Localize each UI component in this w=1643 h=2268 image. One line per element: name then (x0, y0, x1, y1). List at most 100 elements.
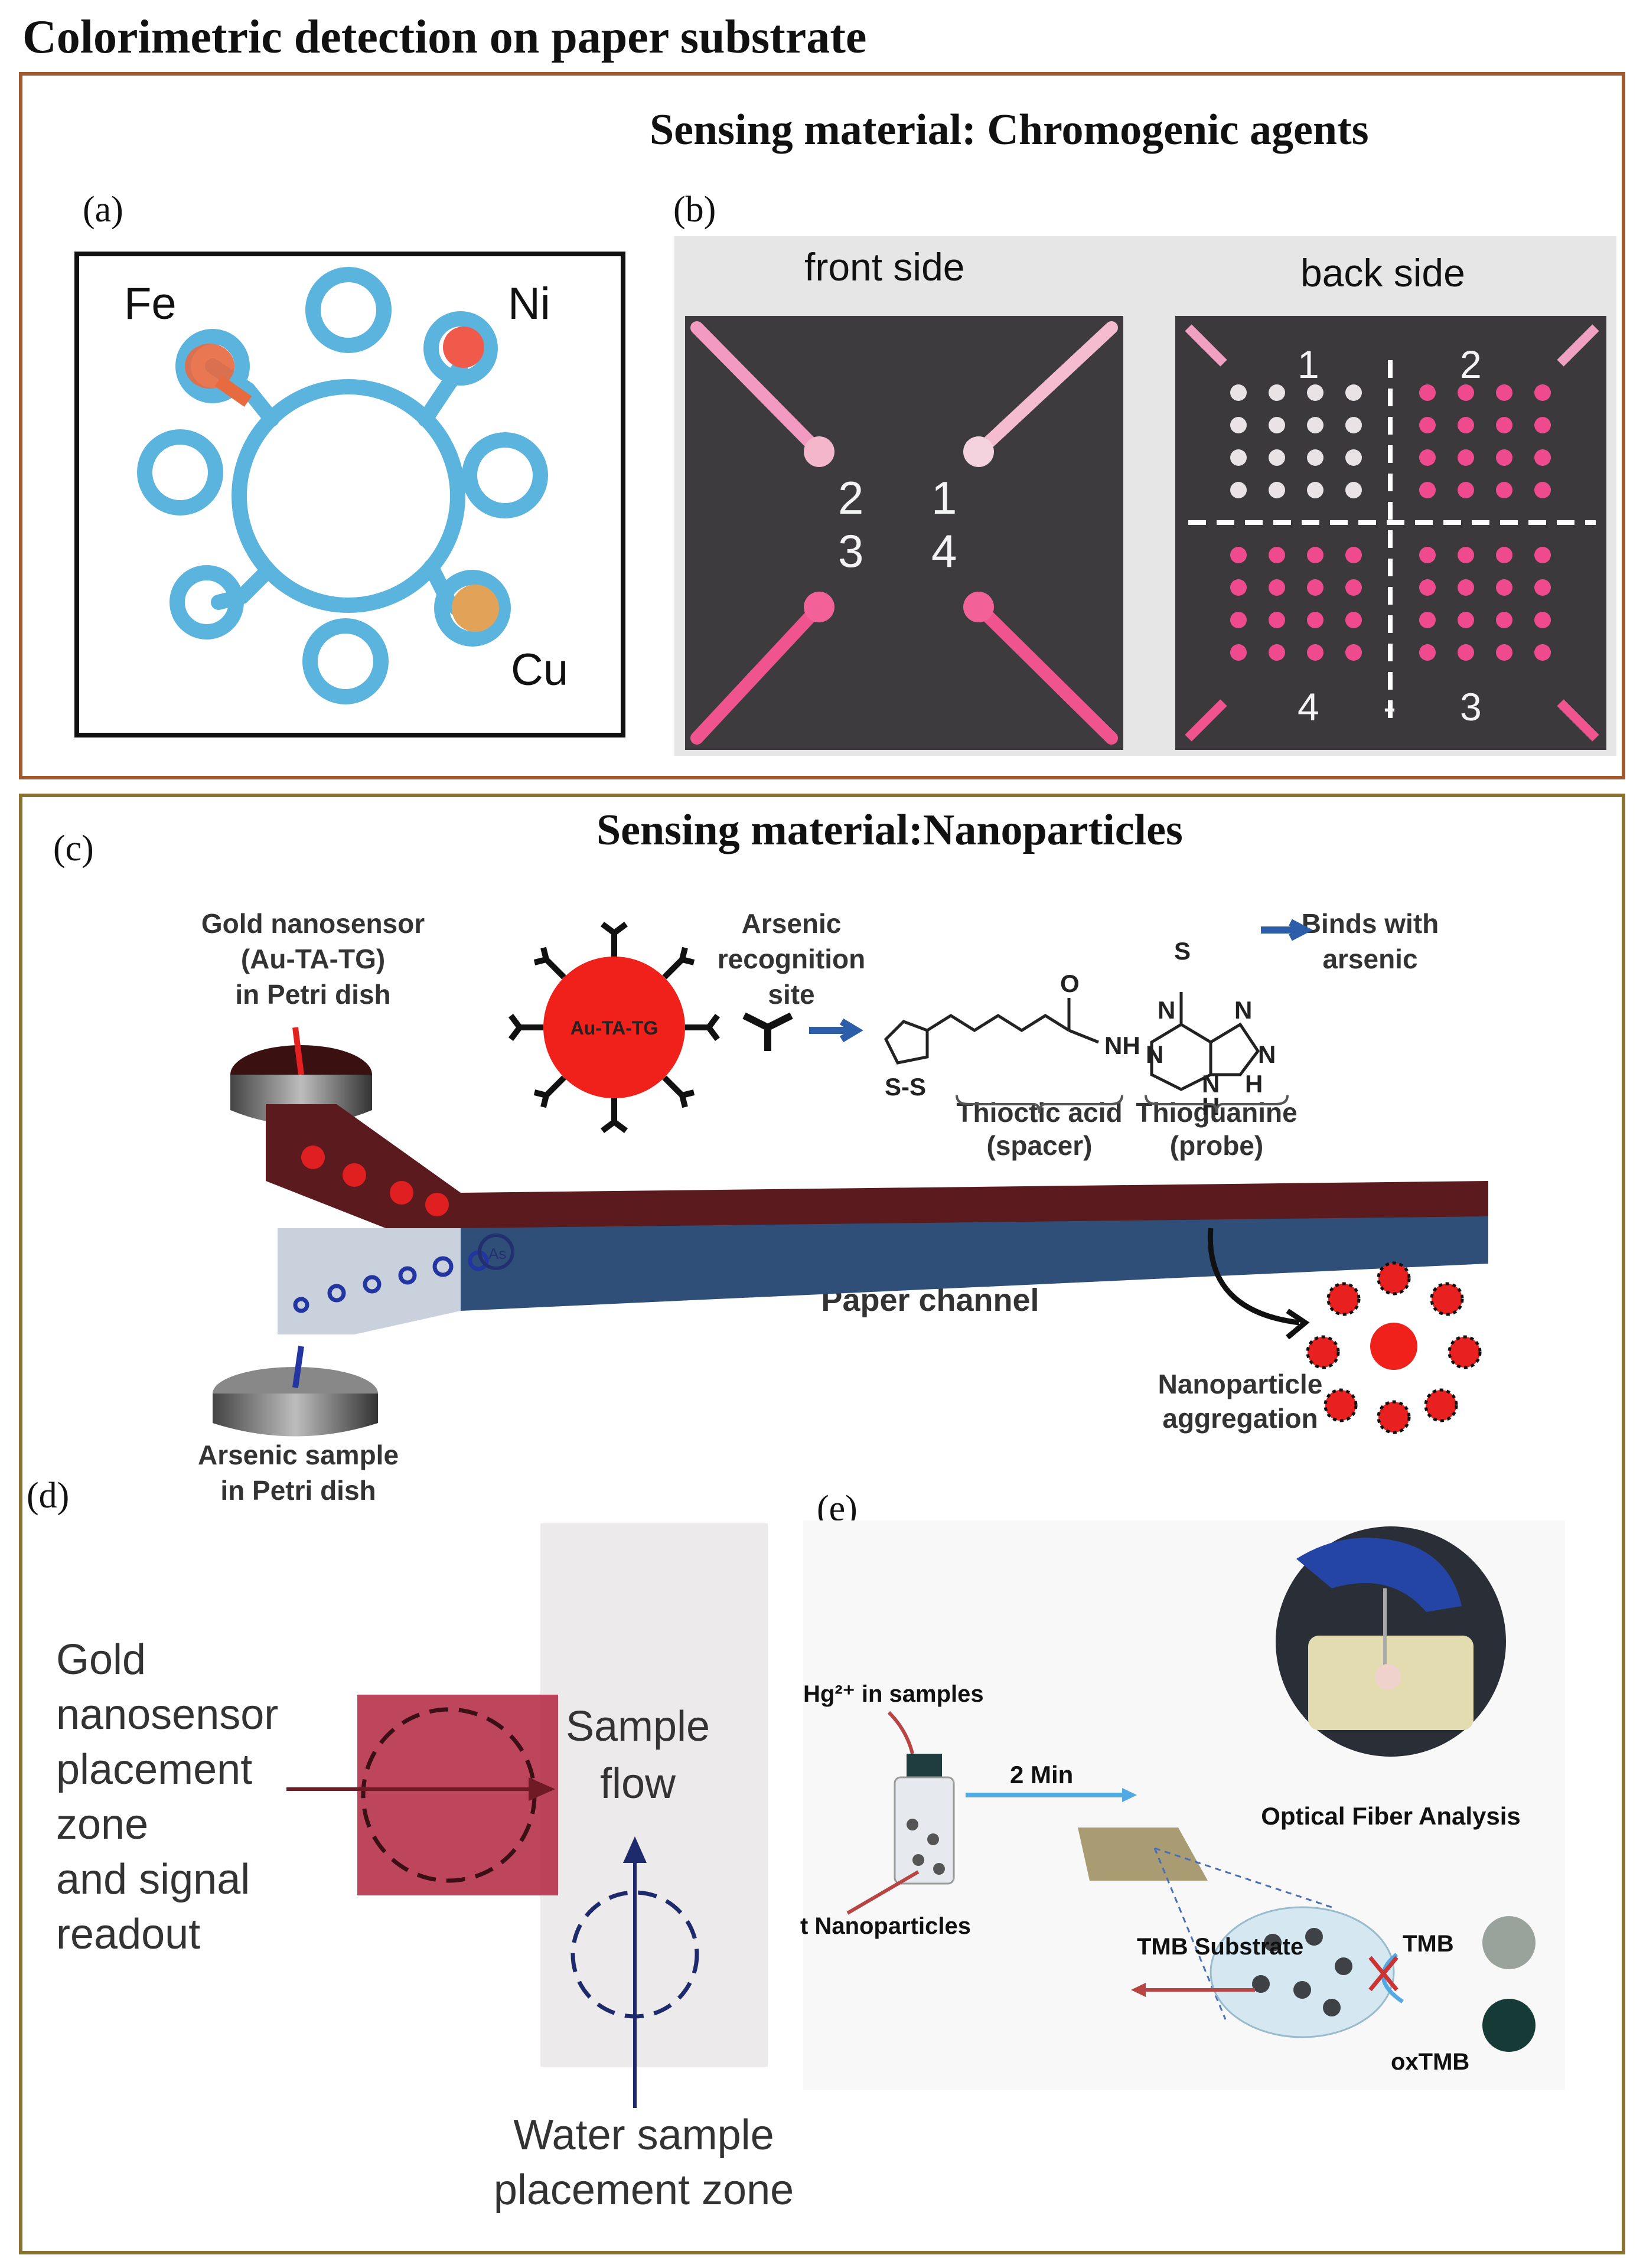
thioctic-line2: (spacer) (987, 1130, 1093, 1161)
sample-flow-arrowhead (623, 1836, 647, 1863)
recognition-line3: site (768, 979, 814, 1010)
thioctic-brace (956, 1095, 1123, 1114)
gold-nanosensor-line2: (Au-TA-TG) (241, 944, 385, 974)
nanoparticles-section-frame (19, 794, 1625, 2254)
sample-channel-blue (461, 1216, 1488, 1311)
arsenic-ion (293, 1297, 309, 1313)
paper-chip (1078, 1828, 1208, 1881)
back-dot (1419, 612, 1436, 628)
back-dot (1345, 449, 1362, 466)
nanoparticles-label: t Nanoparticles (800, 1913, 971, 1939)
gold-zone-arrowhead (529, 1777, 555, 1801)
back-dot (1496, 612, 1512, 628)
back-dot (1345, 417, 1362, 433)
outer-ring-right (462, 432, 548, 518)
back-dot (1496, 449, 1512, 466)
gold-channel-upper (266, 1104, 1488, 1258)
back-corner-tl (1185, 324, 1227, 367)
back-dot (1307, 384, 1323, 401)
front-channel-2 (690, 321, 826, 458)
back-dot (1345, 482, 1362, 498)
gold-zone-line2: nanosensor (56, 1691, 278, 1738)
back-dot (1345, 612, 1362, 628)
back-dot (1269, 579, 1285, 596)
gold-zone-line4: zone (56, 1801, 148, 1848)
panel-d-label: (d) (27, 1476, 70, 1516)
arsenic-ion (327, 1284, 346, 1303)
back-dot (1496, 417, 1512, 433)
n-atom-5: N (1202, 1070, 1220, 1098)
n-atom-2: N (1234, 996, 1252, 1024)
well-blank (169, 565, 244, 639)
gold-zone-line5: and signal (56, 1856, 250, 1903)
n-atom-3: N (1146, 1040, 1163, 1068)
back-dot (1230, 579, 1247, 596)
gloved-hand (1296, 1538, 1462, 1612)
chromogenic-section-frame (19, 72, 1625, 779)
back-number-dash: - (1383, 685, 1396, 729)
back-number-4: 4 (1298, 685, 1319, 729)
outer-ring-top (305, 267, 392, 353)
back-dot (1534, 449, 1551, 466)
back-dot (1230, 482, 1247, 498)
back-number-3: 3 (1460, 685, 1482, 729)
back-dot (1458, 384, 1474, 401)
well-cu (434, 570, 511, 647)
front-well-3 (804, 592, 834, 622)
back-dot (1269, 547, 1285, 563)
water-zone-line2: placement zone (494, 2166, 794, 2214)
back-dot (1269, 417, 1285, 433)
back-dot (1269, 482, 1285, 498)
binds-line1: Binds with (1302, 908, 1439, 939)
vial-body (894, 1776, 955, 1885)
front-number-2: 2 (838, 472, 863, 524)
back-dot (1269, 449, 1285, 466)
back-dot (1419, 579, 1436, 596)
channel-particle (343, 1163, 366, 1187)
ss-atoms: S-S (885, 1073, 926, 1101)
back-dot (1230, 547, 1247, 563)
back-dot (1345, 547, 1362, 563)
back-dot (1534, 482, 1551, 498)
back-dot (1534, 417, 1551, 433)
aggregation-line2: aggregation (1162, 1403, 1318, 1434)
back-dot (1458, 612, 1474, 628)
recognition-site-icon (742, 1012, 793, 1051)
back-dot (1307, 644, 1323, 661)
tmb-label: TMB (1403, 1931, 1454, 1957)
time-label: 2 Min (1010, 1761, 1073, 1789)
arsenic-symbol: As (488, 1245, 506, 1262)
tmb-substrate-arrowhead (1131, 1983, 1146, 1997)
front-channel-4 (972, 601, 1118, 745)
panel-b-paper-device-photo: front side back side 2 1 3 4 1 2 4 - 3 (674, 236, 1616, 756)
sample-flow-line2: flow (600, 1760, 676, 1807)
arsenic-ion-large (478, 1233, 514, 1270)
water-zone-line1: Water sample (513, 2112, 774, 2159)
panel-a-label: (a) (83, 190, 123, 230)
front-channel-3 (690, 601, 826, 745)
sample-channel-lower (278, 1228, 461, 1334)
front-side-title: front side (804, 245, 964, 289)
n-atom-4: N (1258, 1040, 1276, 1068)
n-atom-1: N (1158, 996, 1175, 1024)
back-dot (1419, 417, 1436, 433)
bottom-dish-arrow (292, 1346, 304, 1388)
back-corner-tr (1557, 324, 1599, 367)
chromogenic-section-title: Sensing material: Chromogenic agents (650, 106, 1369, 154)
well-fe (175, 329, 250, 403)
front-number-4: 4 (931, 525, 957, 577)
channel-particle (390, 1181, 413, 1205)
gold-nanosensor-zone (357, 1695, 558, 1895)
back-dot (1230, 612, 1247, 628)
back-dot (1345, 644, 1362, 661)
back-dot (1307, 482, 1323, 498)
nanoparticle-aggregation-cluster (1306, 1261, 1482, 1434)
panel-a-metal-sensor-diagram: Fe Ni Cu (74, 252, 625, 737)
binds-line2: arsenic (1322, 944, 1417, 974)
back-dot (1230, 644, 1247, 661)
back-dot (1419, 449, 1436, 466)
binds-arrow-icon (1261, 919, 1313, 941)
sample-flow-line1: Sample (566, 1703, 710, 1750)
oxtmb-swatch (1482, 1999, 1536, 2052)
gold-nanosensor-line1: Gold nanosensor (201, 908, 425, 939)
